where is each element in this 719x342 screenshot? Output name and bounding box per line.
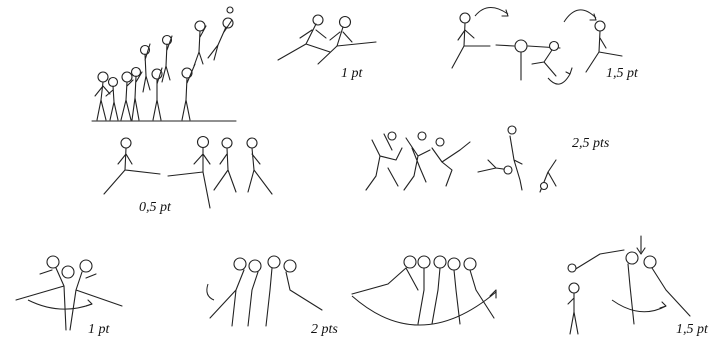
score-label-middle-left: 0,5 pt [139, 200, 171, 216]
large-arc-figures [352, 256, 496, 325]
tumbling-sequence-figures [366, 126, 556, 192]
bottom-right-figures [568, 236, 690, 334]
bottom-middle-split-figures [207, 256, 322, 326]
score-label-top-middle: 1 pt [341, 66, 362, 82]
score-label-bottom-middle: 2 pts [311, 322, 338, 338]
leap-sequence-figures [104, 137, 272, 209]
score-label-bottom-right: 1,5 pt [676, 322, 708, 338]
rotation-figures [452, 7, 622, 84]
split-leap-figures [278, 15, 376, 64]
score-label-top-right: 1,5 pt [606, 66, 638, 82]
score-label-middle-right: 2,5 pts [572, 136, 609, 152]
partner-lift-sequence [92, 7, 236, 121]
score-label-bottom-left: 1 pt [88, 322, 109, 338]
bottom-left-split-figures [16, 256, 122, 330]
